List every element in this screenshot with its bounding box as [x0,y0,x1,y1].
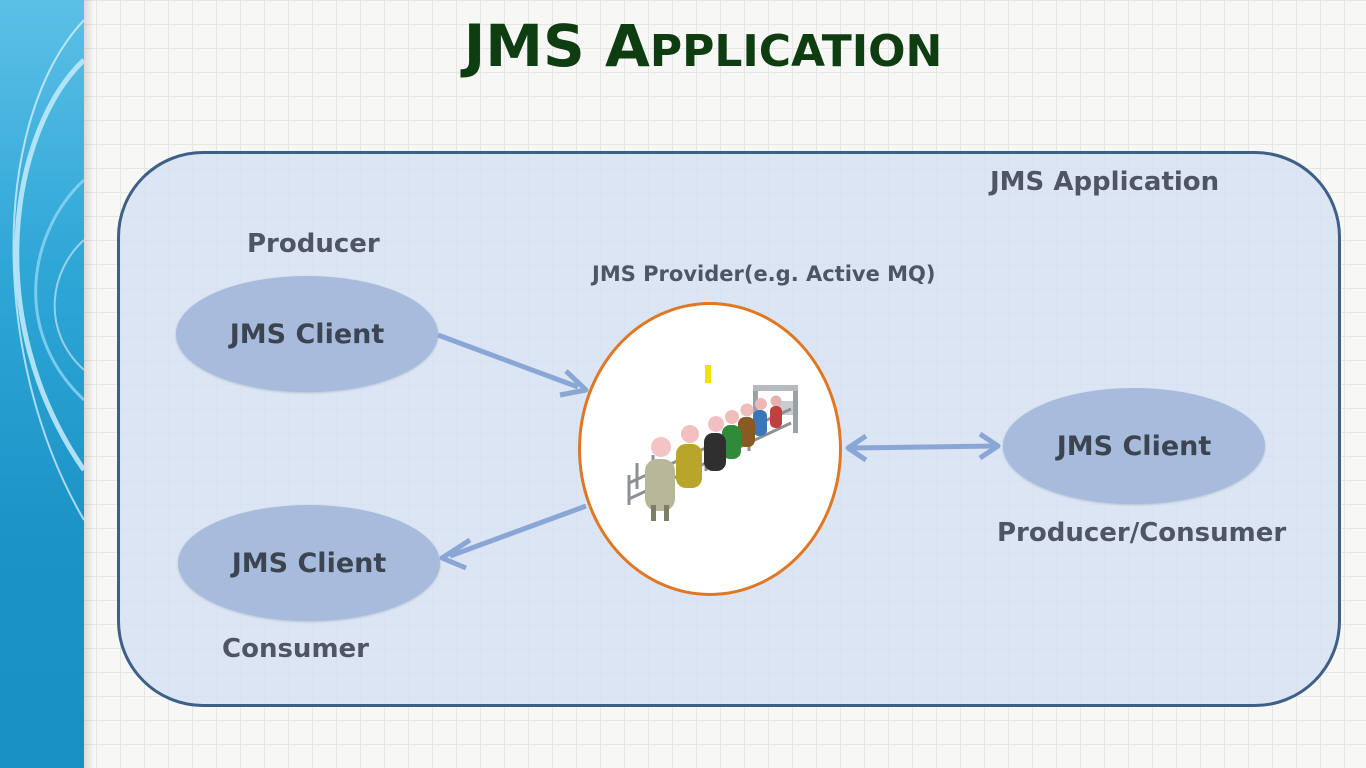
consumer-client-label: JMS Client [231,547,387,579]
people-queue-icon [645,395,782,521]
message-queue-illustration [627,365,798,521]
producer-consumer-client-node: JMS Client [1003,388,1265,504]
title-cap-letter: A [604,12,650,80]
producer-client-node: JMS Client [176,276,438,392]
cursor-marker-icon [705,365,711,383]
consumer-role-label: Consumer [222,634,369,664]
provider-to-consumer-arrow [439,503,587,571]
title-first-word: JMS [463,12,585,80]
sidebar-shadow [84,0,94,768]
producer-role-label: Producer [247,229,380,259]
producer-client-label: JMS Client [229,318,385,350]
producer-consumer-client-label: JMS Client [1056,430,1212,462]
container-label: JMS Application [990,167,1220,197]
title-small-caps: PPLICATION [649,26,943,77]
producer-to-provider-arrow [437,332,589,398]
slide-title: JMS APPLICATION [0,12,1366,80]
consumer-client-node: JMS Client [178,505,440,621]
producer-consumer-role-label: Producer/Consumer [997,518,1287,548]
sidebar-decoration [0,0,84,768]
sidebar-swoosh-graphic [12,19,84,521]
provider-label: JMS Provider(e.g. Active MQ) [592,262,936,286]
provider-producer-consumer-bidirectional-arrow [845,431,1001,463]
jms-provider-node [578,302,842,596]
